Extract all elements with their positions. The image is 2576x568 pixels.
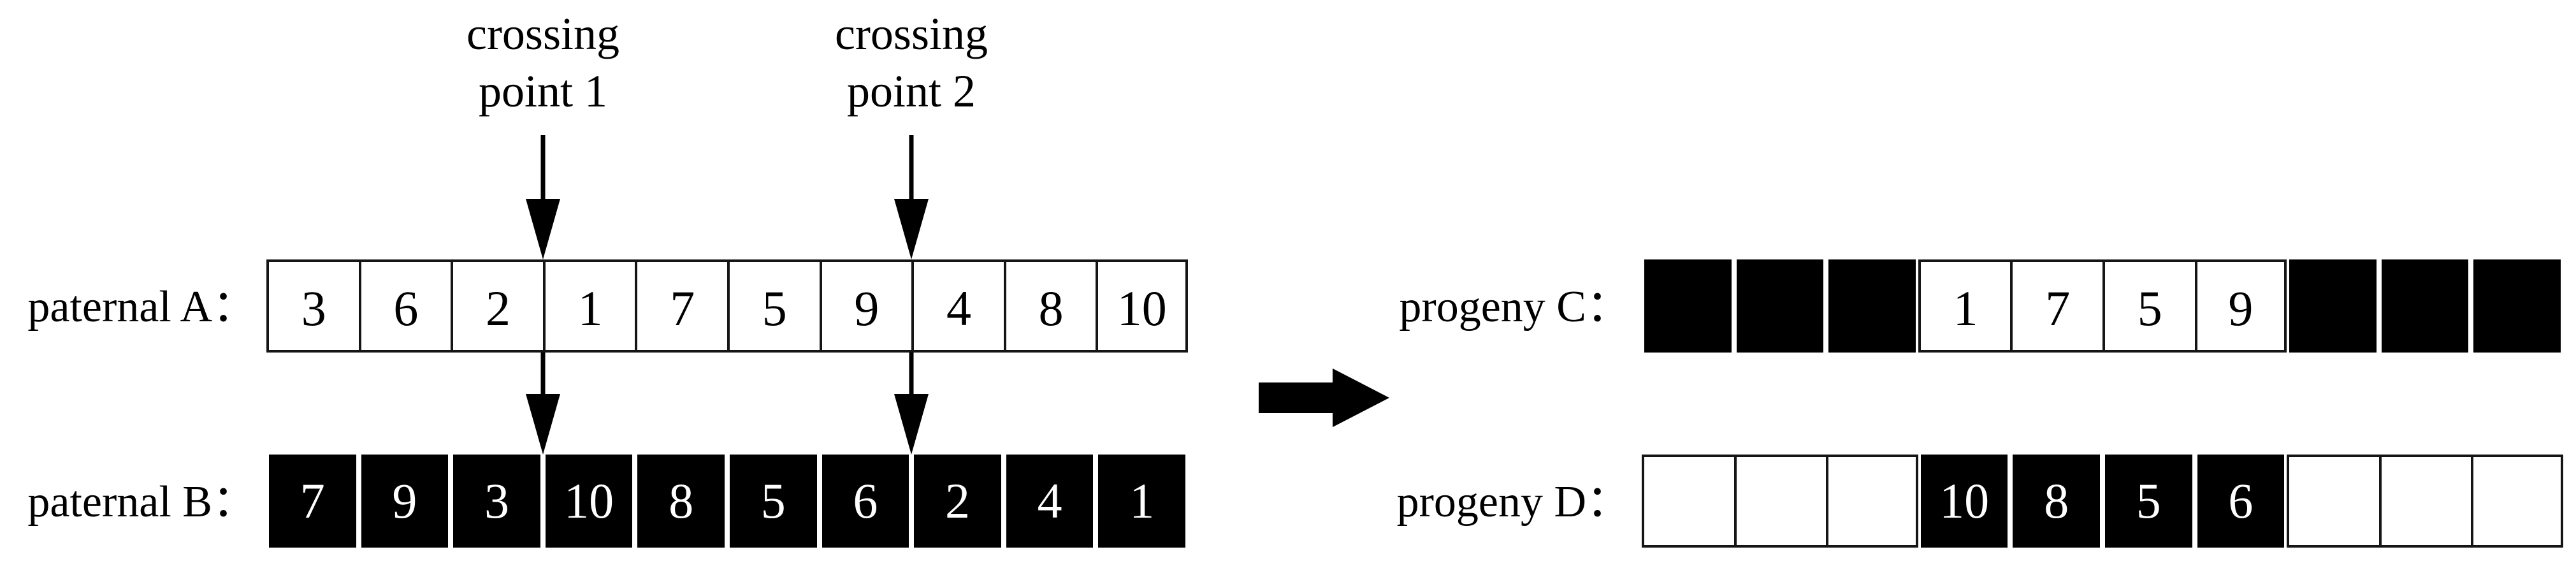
gene-cell: 6 bbox=[2197, 455, 2285, 548]
crossing-point-1-line2: point 1 bbox=[478, 66, 607, 117]
down-arrow-icon bbox=[894, 135, 929, 259]
gene-cell: 1 bbox=[1918, 259, 2011, 353]
gene-cell: 4 bbox=[911, 259, 1004, 353]
gene-cell bbox=[2471, 455, 2563, 548]
gene-cell: 10 bbox=[1096, 259, 1188, 353]
progeny-d-label: progeny D： bbox=[1396, 477, 1631, 527]
gene-cell: 5 bbox=[2102, 259, 2195, 353]
gene-cell: 10 bbox=[545, 455, 633, 548]
gene-cell: 9 bbox=[2194, 259, 2287, 353]
down-arrow-icon bbox=[526, 135, 560, 259]
paternal-b-label: paternal B： bbox=[27, 477, 257, 527]
gene-cell bbox=[1642, 455, 1734, 548]
gene-cell: 7 bbox=[269, 455, 356, 548]
gene-cell: 6 bbox=[358, 259, 451, 353]
gene-cell: 10 bbox=[1920, 455, 2008, 548]
gene-cell: 5 bbox=[727, 259, 820, 353]
crossing-point-2-label: crossing point 2 bbox=[733, 5, 1090, 120]
gene-cell bbox=[2287, 455, 2379, 548]
paternal-a-label: paternal A： bbox=[27, 282, 257, 331]
progeny-c-label: progeny C： bbox=[1399, 282, 1631, 331]
gene-cell bbox=[2378, 455, 2471, 548]
gene-cell bbox=[1644, 259, 1732, 353]
gene-cell bbox=[1736, 259, 1824, 353]
gene-cell bbox=[2289, 259, 2377, 353]
gene-cell bbox=[1826, 455, 1918, 548]
gene-cell: 1 bbox=[542, 259, 635, 353]
gene-cell: 5 bbox=[2105, 455, 2192, 548]
gene-cell: 8 bbox=[637, 455, 725, 548]
gene-cell bbox=[1828, 259, 1916, 353]
down-arrow-icon bbox=[526, 353, 560, 455]
crossing-point-2-line1: crossing bbox=[835, 8, 988, 59]
gene-cell: 9 bbox=[361, 455, 449, 548]
right-arrow-icon bbox=[1259, 368, 1389, 427]
gene-cell: 7 bbox=[635, 259, 727, 353]
gene-cell: 2 bbox=[451, 259, 543, 353]
crossing-point-1-line1: crossing bbox=[467, 8, 619, 59]
gene-cell: 8 bbox=[2013, 455, 2100, 548]
gene-cell bbox=[2381, 259, 2469, 353]
gene-cell: 2 bbox=[914, 455, 1001, 548]
down-arrow-icon bbox=[894, 353, 929, 455]
crossing-point-1-label: crossing point 1 bbox=[365, 5, 721, 120]
gene-cell: 1 bbox=[1098, 455, 1185, 548]
gene-cell bbox=[1733, 455, 1827, 548]
gene-cell: 9 bbox=[819, 259, 912, 353]
gene-cell: 4 bbox=[1006, 455, 1094, 548]
gene-cell: 3 bbox=[266, 259, 359, 353]
gene-cell: 7 bbox=[2010, 259, 2102, 353]
gene-cell: 6 bbox=[821, 455, 909, 548]
gene-cell: 3 bbox=[453, 455, 540, 548]
gene-cell bbox=[2473, 259, 2561, 353]
gene-cell: 8 bbox=[1003, 259, 1096, 353]
crossing-point-2-line2: point 2 bbox=[846, 66, 976, 117]
gene-cell: 5 bbox=[730, 455, 817, 548]
